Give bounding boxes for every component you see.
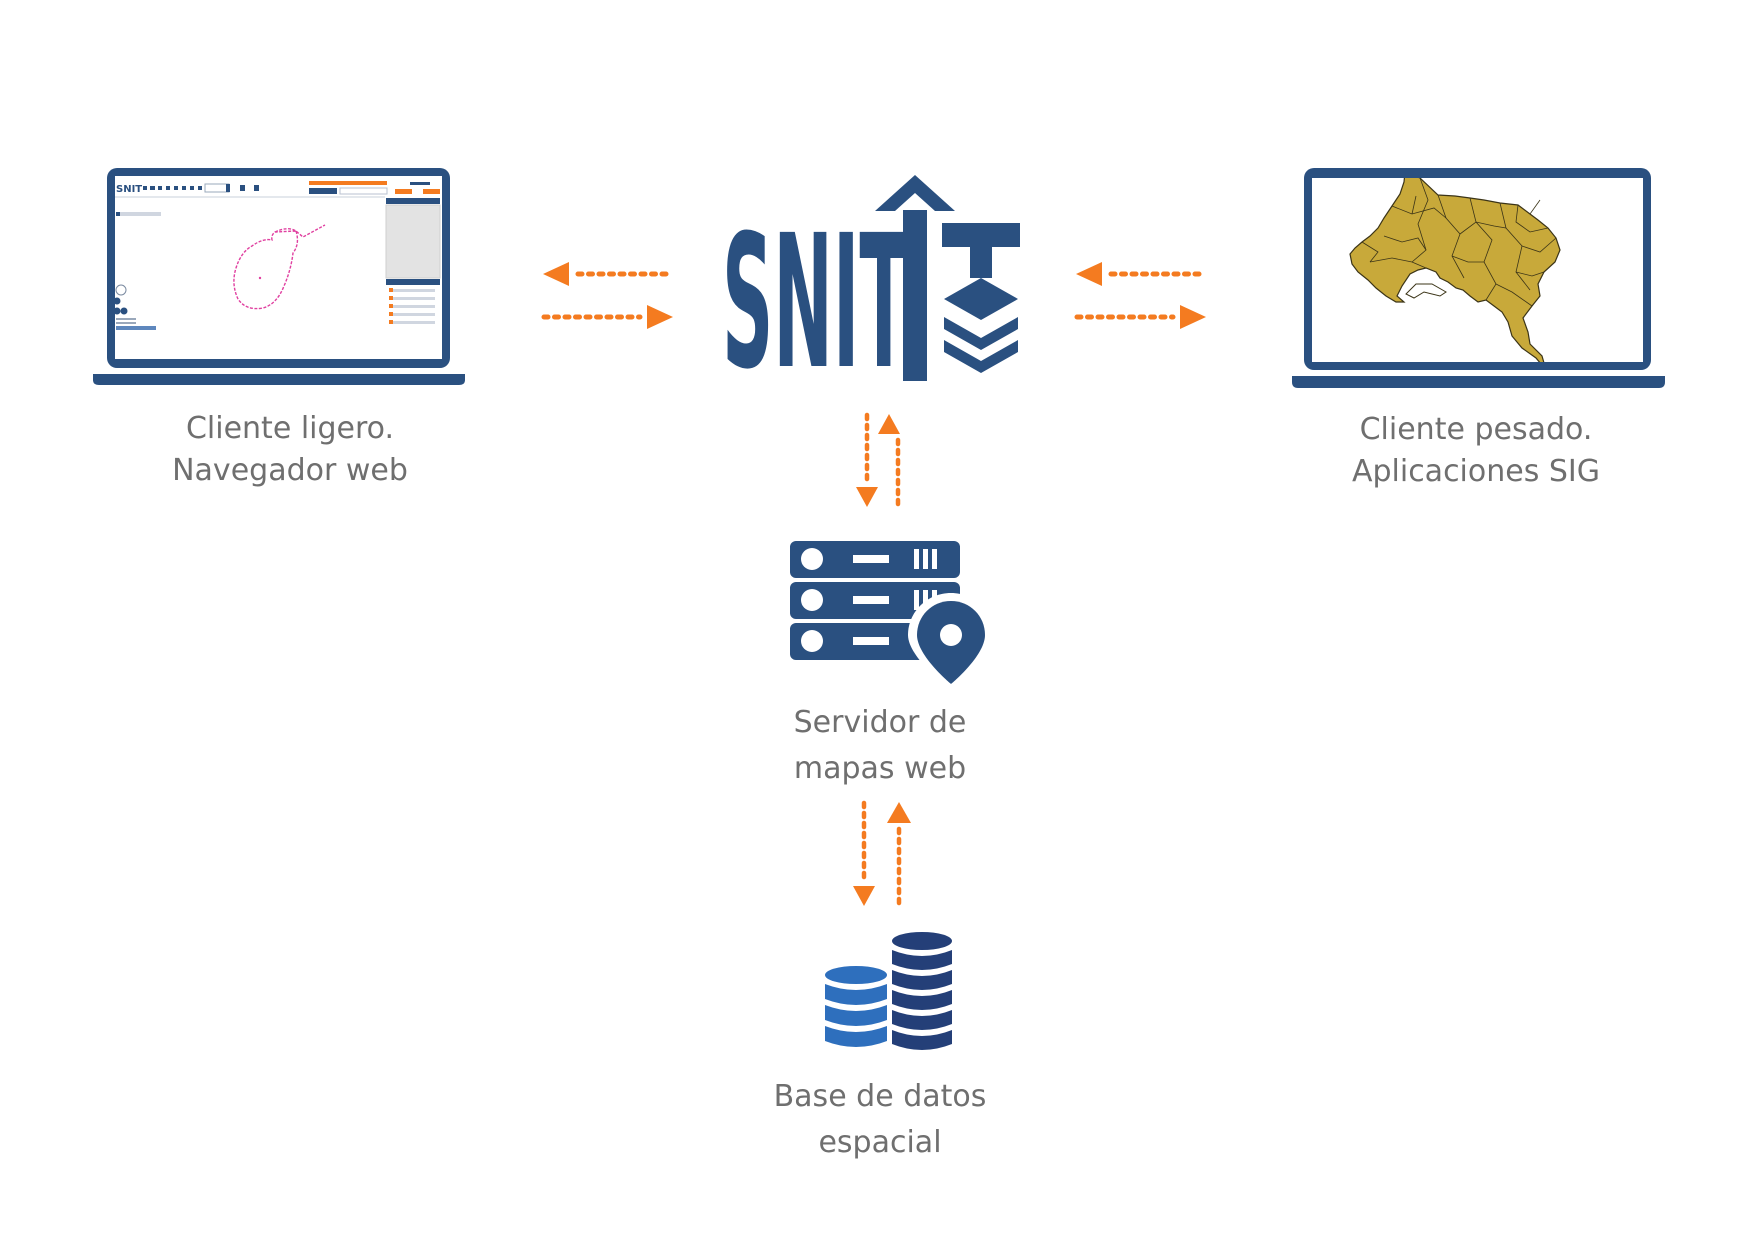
- database-icon: [825, 932, 952, 1050]
- map-server-label: Servidor de mapas web: [730, 700, 1030, 792]
- snit-logo-icon: SNIT: [722, 175, 1020, 410]
- snit-logo-text: SNIT: [722, 196, 908, 410]
- laptop-browser-icon: SNIT: [93, 168, 465, 385]
- arrow-snit-to-thick-client: [1074, 305, 1206, 329]
- arrow-database-to-server: [887, 802, 911, 909]
- arrow-server-to-snit: [878, 414, 901, 510]
- arrow-server-to-database: [853, 800, 875, 906]
- thick-client-label: Cliente pesado. Aplicaciones SIG: [1316, 409, 1636, 493]
- map-server-label-line1: Servidor de: [793, 705, 967, 740]
- laptop-map-icon: [1292, 168, 1665, 388]
- svg-text:SNIT: SNIT: [116, 184, 142, 195]
- thick-client-label-line1: Cliente pesado.: [1359, 412, 1593, 447]
- thin-client-label: Cliente ligero. Navegador web: [130, 408, 450, 492]
- thick-client-label-line2: Aplicaciones SIG: [1351, 454, 1601, 489]
- arrow-snit-to-server: [856, 412, 878, 507]
- thin-client-label-line2: Navegador web: [172, 453, 408, 488]
- arrow-thick-client-to-snit: [1076, 262, 1208, 286]
- arrow-snit-to-thin-client: [543, 262, 675, 286]
- map-server-label-line2: mapas web: [793, 751, 967, 786]
- server-location-icon: [790, 541, 994, 690]
- arrow-thin-client-to-snit: [541, 305, 673, 329]
- spatial-db-label-line2: espacial: [818, 1125, 942, 1160]
- thin-client-label-line1: Cliente ligero.: [185, 411, 395, 446]
- spatial-db-label: Base de datos espacial: [730, 1074, 1030, 1166]
- spatial-db-label-line1: Base de datos: [773, 1079, 987, 1114]
